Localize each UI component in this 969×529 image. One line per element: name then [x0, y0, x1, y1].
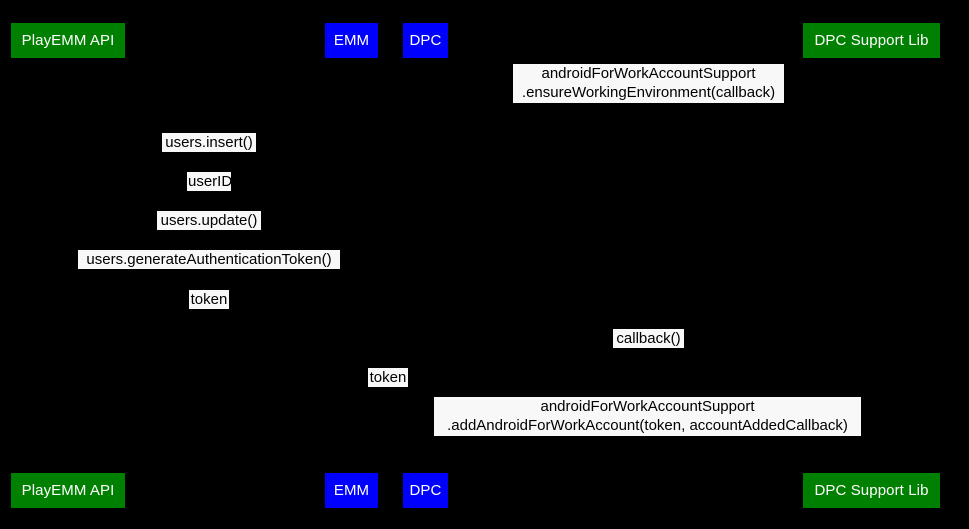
message-line: token [369, 369, 407, 386]
message-line: callback() [616, 330, 681, 347]
participant-box-playemm-api-top[interactable]: PlayEMM API [11, 23, 125, 58]
participant-box-dpc-support-lib-bottom[interactable]: DPC Support Lib [803, 473, 940, 508]
participant-label: DPC Support Lib [814, 32, 929, 49]
message-line: users.insert() [165, 134, 253, 151]
message-label-msg-userid[interactable]: userID [187, 172, 233, 191]
message-label-msg-users-update[interactable]: users.update() [157, 211, 261, 230]
message-label-msg-generate-auth-token[interactable]: users.generateAuthenticationToken() [78, 250, 340, 269]
participant-label: DPC Support Lib [814, 482, 929, 499]
message-line: token [190, 291, 228, 308]
participant-label: PlayEMM API [21, 32, 115, 49]
participant-box-dpc-bottom[interactable]: DPC [403, 473, 448, 508]
participant-box-dpc-support-lib-top[interactable]: DPC Support Lib [803, 23, 940, 58]
message-line: .ensureWorkingEnvironment(callback) [521, 84, 776, 101]
message-label-msg-callback[interactable]: callback() [613, 329, 684, 348]
participant-label: EMM [333, 32, 370, 49]
message-label-msg-add-android-for-work-account[interactable]: androidForWorkAccountSupport .addAndroidF… [434, 397, 861, 436]
message-label-msg-token-to-dpc[interactable]: token [368, 368, 408, 387]
participant-label: EMM [333, 482, 370, 499]
message-line: users.generateAuthenticationToken() [86, 251, 332, 268]
participant-box-emm-bottom[interactable]: EMM [325, 473, 378, 508]
message-line: androidForWorkAccountSupport [540, 398, 755, 415]
message-label-msg-token-to-emm[interactable]: token [189, 290, 229, 309]
message-line: androidForWorkAccountSupport [541, 65, 756, 82]
message-line: users.update() [160, 212, 258, 229]
participant-label: DPC [409, 32, 442, 49]
message-label-msg-users-insert[interactable]: users.insert() [162, 133, 256, 152]
message-label-msg-ensure-working-environment[interactable]: androidForWorkAccountSupport .ensureWorki… [513, 64, 784, 103]
participant-box-dpc-top[interactable]: DPC [403, 23, 448, 58]
participant-label: DPC [409, 482, 442, 499]
participant-label: PlayEMM API [21, 482, 115, 499]
message-line: userID [188, 173, 233, 190]
participant-box-playemm-api-bottom[interactable]: PlayEMM API [11, 473, 125, 508]
message-line: .addAndroidForWorkAccount(token, account… [447, 417, 848, 434]
participant-box-emm-top[interactable]: EMM [325, 23, 378, 58]
